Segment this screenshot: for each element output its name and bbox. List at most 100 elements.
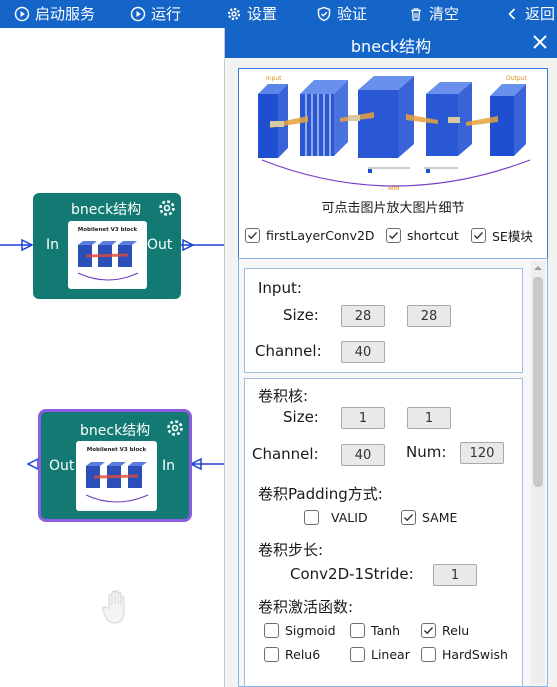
- kernel-size-label: Size:: [283, 408, 319, 426]
- start-service-label: 启动服务: [35, 5, 96, 23]
- structure-preview: Input Output: [238, 68, 548, 280]
- activation-title: 卷积激活函数:: [258, 598, 354, 616]
- top-toolbar: 启动服务 运行 设置 验证 清空 返回: [0, 0, 557, 28]
- properties-panel: bneck结构 Input Output: [224, 28, 557, 687]
- checkbox-box[interactable]: [401, 510, 416, 525]
- checkbox-box[interactable]: [264, 623, 279, 638]
- padding-valid-checkbox[interactable]: VALID: [304, 510, 368, 525]
- padding-same-checkbox[interactable]: SAME: [401, 510, 457, 525]
- node-input-port[interactable]: In: [46, 237, 60, 253]
- run-button[interactable]: 运行: [130, 4, 181, 24]
- checkbox-box[interactable]: [304, 510, 319, 525]
- kernel-channel-field[interactable]: [341, 444, 385, 466]
- input-section: Input: Size: Channel:: [244, 268, 523, 373]
- diagram-add-tag: Add: [388, 185, 400, 192]
- structure-diagram-image[interactable]: Input Output: [248, 72, 539, 192]
- thumbnail-label: Mobilenet V3 block: [86, 447, 147, 453]
- thumbnail-label: Mobilenet V3 block: [77, 227, 138, 233]
- activation-relu-checkbox[interactable]: Relu: [421, 623, 469, 638]
- preview-caption: 可点击图片放大图片细节: [321, 201, 465, 216]
- checkbox-label: SE模块: [492, 228, 533, 244]
- option-label: SAME: [422, 510, 458, 525]
- chevron-left-icon: [504, 6, 520, 22]
- input-channel-label: Channel:: [255, 342, 322, 360]
- shortcut-checkbox[interactable]: shortcut: [386, 225, 459, 245]
- option-label: Tanh: [371, 623, 401, 638]
- checkbox-box[interactable]: [264, 647, 279, 662]
- kernel-section: 卷积核: Size: Channel: Num: 卷积Padding方式: VA…: [244, 378, 523, 686]
- power-icon: [14, 6, 30, 22]
- first-layer-conv2d-checkbox[interactable]: firstLayerConv2D: [245, 225, 375, 245]
- option-label: VALID: [331, 510, 368, 525]
- validate-button[interactable]: 验证: [316, 4, 367, 24]
- checkbox-box[interactable]: [350, 623, 365, 638]
- node-title: bneck结构: [71, 202, 142, 218]
- checkbox-box[interactable]: [386, 227, 401, 243]
- hand-cursor-icon: [102, 590, 125, 624]
- start-service-button[interactable]: 启动服务: [14, 4, 95, 24]
- close-icon[interactable]: [531, 33, 549, 51]
- activation-tanh-checkbox[interactable]: Tanh: [350, 623, 400, 638]
- kernel-size-width-field[interactable]: [341, 407, 385, 429]
- checkbox-box[interactable]: [421, 623, 436, 638]
- diagram-input-tag: Input: [266, 75, 282, 82]
- clear-button[interactable]: 清空: [408, 4, 459, 24]
- checkbox-box[interactable]: [350, 647, 365, 662]
- shield-check-icon: [316, 6, 332, 22]
- kernel-size-height-field[interactable]: [407, 407, 451, 429]
- checkbox-box[interactable]: [471, 227, 486, 243]
- node-output-port[interactable]: Out: [49, 458, 75, 474]
- kernel-title: 卷积核:: [258, 387, 309, 405]
- activation-relu6-checkbox[interactable]: Relu6: [264, 647, 320, 662]
- checkbox-box[interactable]: [245, 227, 260, 243]
- node-thumbnail: Mobilenet V3 block: [68, 221, 147, 289]
- padding-title: 卷积Padding方式:: [258, 485, 383, 503]
- play-icon: [130, 6, 146, 22]
- trash-icon: [408, 6, 424, 22]
- se-module-checkbox[interactable]: SE模块: [471, 225, 533, 245]
- panel-header: bneck结构: [225, 28, 557, 58]
- input-size-width-field[interactable]: [341, 305, 385, 327]
- kernel-num-field[interactable]: [460, 442, 504, 464]
- settings-button[interactable]: 设置: [226, 4, 277, 24]
- back-button[interactable]: 返回: [504, 4, 555, 24]
- gear-icon[interactable]: [165, 418, 185, 438]
- activation-linear-checkbox[interactable]: Linear: [350, 647, 410, 662]
- parameters-scroll-area[interactable]: Input: Size: Channel: 卷积核: Size: Channel…: [238, 258, 548, 687]
- connection-lines: [0, 238, 224, 471]
- gear-icon[interactable]: [157, 198, 177, 218]
- stride-field[interactable]: [433, 564, 477, 586]
- run-label: 运行: [151, 5, 182, 23]
- input-channel-field[interactable]: [341, 341, 385, 363]
- checkbox-box[interactable]: [421, 647, 436, 662]
- node-title: bneck结构: [80, 423, 151, 439]
- input-title: Input:: [258, 279, 302, 297]
- bneck-node-2[interactable]: bneck结构 Out In Mobilenet V3 block: [38, 409, 192, 522]
- node-input-port[interactable]: In: [162, 458, 176, 474]
- kernel-channel-label: Channel:: [252, 445, 319, 463]
- kernel-num-label: Num:: [406, 443, 447, 461]
- option-label: Relu6: [285, 647, 321, 662]
- option-label: Relu: [442, 623, 470, 638]
- vertical-scrollbar[interactable]: [531, 261, 545, 685]
- node-output-port[interactable]: Out: [147, 237, 173, 253]
- option-label: HardSwish: [442, 647, 508, 662]
- validate-label: 验证: [337, 5, 368, 23]
- bneck-node-1[interactable]: bneck结构 In Out Mobilenet V3 block: [33, 193, 181, 299]
- option-label: Linear: [371, 647, 410, 662]
- diagram-output-tag: Output: [506, 75, 527, 82]
- gear-icon: [226, 6, 242, 22]
- stride-title: 卷积步长:: [258, 541, 324, 559]
- input-size-height-field[interactable]: [407, 305, 451, 327]
- node-thumbnail: Mobilenet V3 block: [76, 441, 157, 511]
- scroll-up-arrow-icon[interactable]: [533, 263, 543, 273]
- activation-sigmoid-checkbox[interactable]: Sigmoid: [264, 623, 336, 638]
- scrollbar-thumb[interactable]: [533, 277, 543, 487]
- activation-hardswish-checkbox[interactable]: HardSwish: [421, 647, 508, 662]
- checkbox-label: firstLayerConv2D: [266, 227, 375, 243]
- back-label: 返回: [525, 5, 556, 23]
- input-size-label: Size:: [283, 306, 319, 324]
- settings-label: 设置: [247, 5, 278, 23]
- graph-canvas[interactable]: bneck结构 In Out Mobilenet V3 block bneck结…: [0, 28, 224, 687]
- clear-label: 清空: [429, 5, 460, 23]
